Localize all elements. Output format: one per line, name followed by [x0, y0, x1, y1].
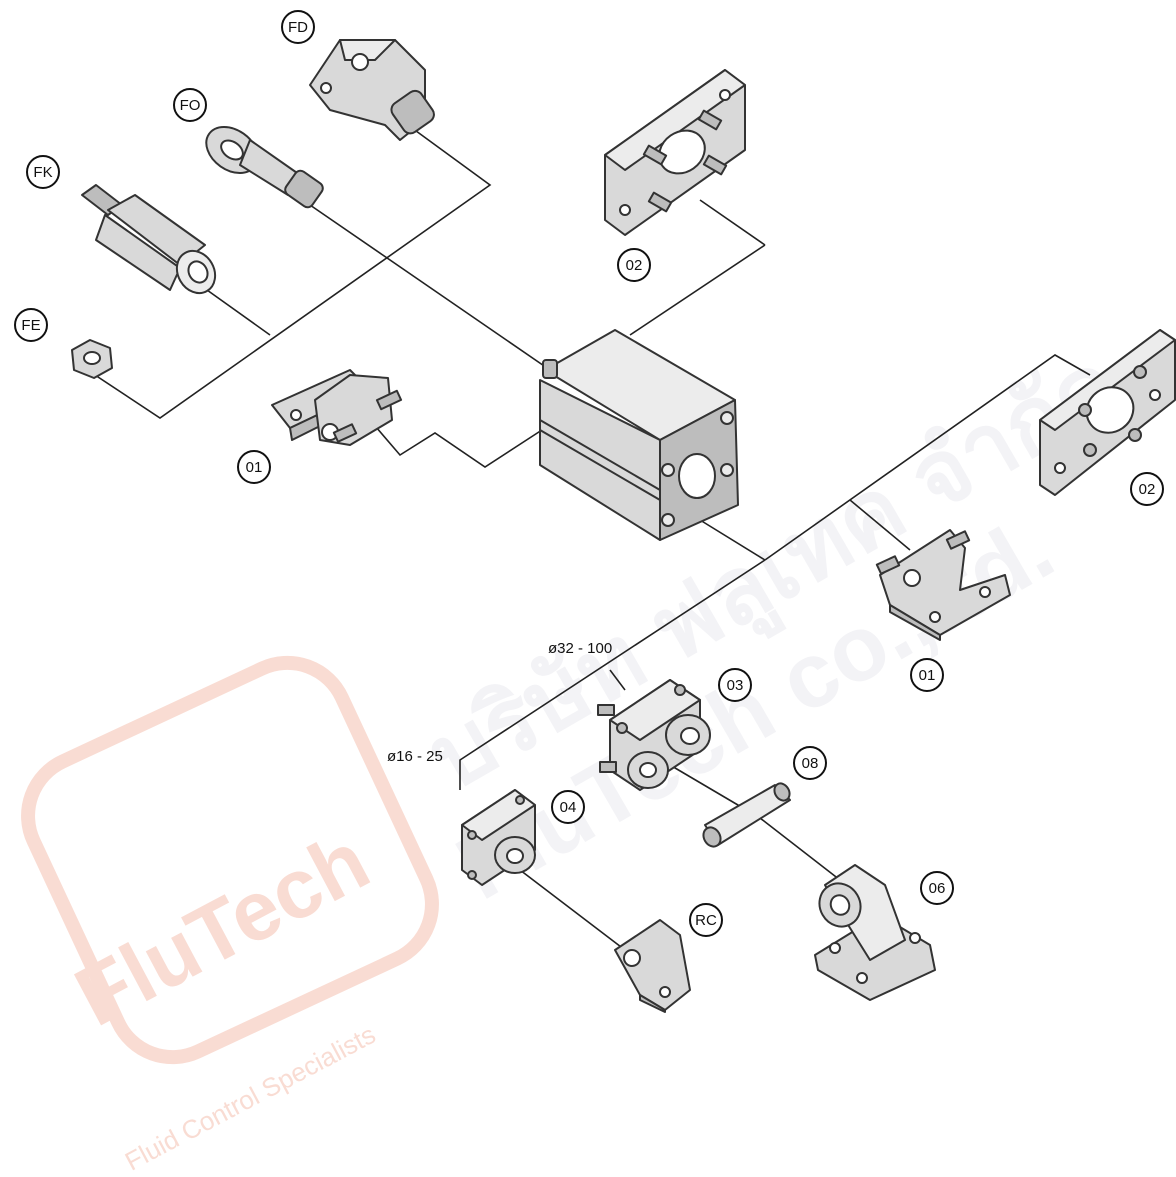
callout-flange-right: 02 — [1130, 472, 1164, 506]
dimension-large-bore: ø32 - 100 — [548, 640, 613, 657]
callout-bracket-06: 06 — [920, 871, 954, 905]
callout-fk: FK — [26, 155, 60, 189]
nut-fe[interactable] — [71, 339, 113, 379]
flange-top-02[interactable] — [604, 69, 746, 236]
rod-clevis-fd[interactable] — [309, 39, 437, 141]
compact-cylinder[interactable] — [539, 329, 739, 541]
callout-clevis-03: 03 — [718, 668, 752, 702]
callout-foot-left: 01 — [237, 450, 271, 484]
callout-flange-top: 02 — [617, 248, 651, 282]
rear-clevis-03[interactable] — [597, 679, 711, 791]
rod-eye-fo[interactable] — [198, 118, 326, 210]
callout-bracket-rc: RC — [689, 903, 723, 937]
flange-right-02[interactable] — [1039, 329, 1176, 496]
callout-clevis-04: 04 — [551, 790, 585, 824]
foot-mount-left-01[interactable] — [271, 369, 403, 446]
rear-clevis-04[interactable] — [461, 789, 536, 886]
floating-joint-fk[interactable] — [81, 184, 223, 300]
callout-fe: FE — [14, 308, 48, 342]
dimension-small-bore: ø16 - 25 — [387, 748, 443, 765]
foot-mount-right-01[interactable] — [875, 529, 1011, 641]
clevis-pin-08[interactable] — [700, 781, 792, 850]
leader-lines — [94, 127, 1091, 951]
callout-foot-right: 01 — [910, 658, 944, 692]
callout-fo: FO — [173, 88, 207, 122]
bracket-06[interactable] — [812, 864, 936, 1001]
callout-pin-08: 08 — [793, 746, 827, 780]
bracket-rc[interactable] — [614, 919, 691, 1013]
callout-fd: FD — [281, 10, 315, 44]
